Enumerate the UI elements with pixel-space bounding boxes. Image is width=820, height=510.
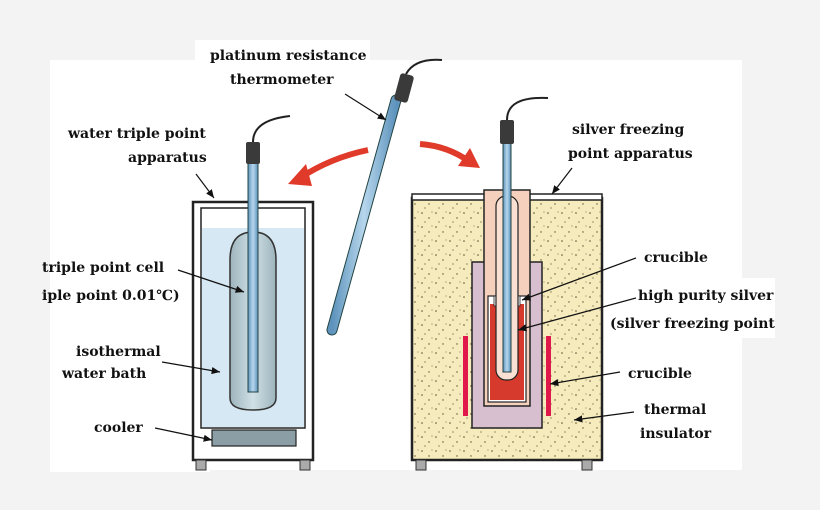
crucible-lower-label: crucible	[628, 366, 692, 382]
heater-right	[546, 336, 551, 416]
right-thermometer-rod	[502, 139, 512, 373]
insulator-label-1: thermal	[644, 402, 706, 418]
left-thermometer-rod	[247, 159, 259, 393]
triple-point-value-label: iple point 0.01℃)	[42, 288, 180, 304]
right-foot-1	[415, 459, 427, 471]
crucible-upper-label: crucible	[644, 250, 708, 266]
silver-label-1: high purity silver	[638, 288, 774, 304]
right-label-panel	[600, 278, 775, 338]
insulator-label-2: insulator	[640, 426, 712, 442]
bath-label-2: water bath	[61, 366, 146, 382]
water-apparatus-label-1: water triple point	[67, 126, 206, 142]
leader-lines	[154, 93, 637, 442]
main-panel	[50, 60, 742, 470]
right-thermometer-cable	[506, 96, 549, 121]
arrow-head-left	[288, 164, 312, 186]
thermometer-label-1: platinum resistance	[210, 48, 367, 64]
left-foot	[195, 459, 207, 471]
cooler-block	[211, 429, 297, 447]
water-triple-point-apparatus	[191, 115, 315, 471]
platinum-thermometer	[326, 58, 443, 336]
silver-label-2: (silver freezing point	[610, 316, 775, 332]
silver-apparatus-label-2: point apparatus	[568, 146, 693, 162]
arrow-head-right	[458, 148, 480, 168]
right-foot-2	[581, 459, 593, 471]
right-thermometer-head	[500, 120, 514, 144]
silver-apparatus-label-1: silver freezing	[572, 122, 684, 138]
left-thermometer-cable	[252, 115, 291, 143]
left-thermometer-head	[246, 142, 260, 164]
thermometer-head	[394, 73, 414, 103]
thermometer-cable	[405, 58, 443, 75]
bath-label-1: isothermal	[76, 344, 161, 360]
cooler-label: cooler	[94, 420, 143, 436]
triple-point-cell-label: triple point cell	[42, 260, 164, 276]
water-apparatus-label-2: apparatus	[128, 150, 207, 166]
thermometer-label-2: thermometer	[230, 72, 334, 88]
right-foot	[299, 459, 311, 471]
heater-left	[463, 336, 468, 416]
silver-freezing-point-apparatus	[410, 96, 604, 471]
